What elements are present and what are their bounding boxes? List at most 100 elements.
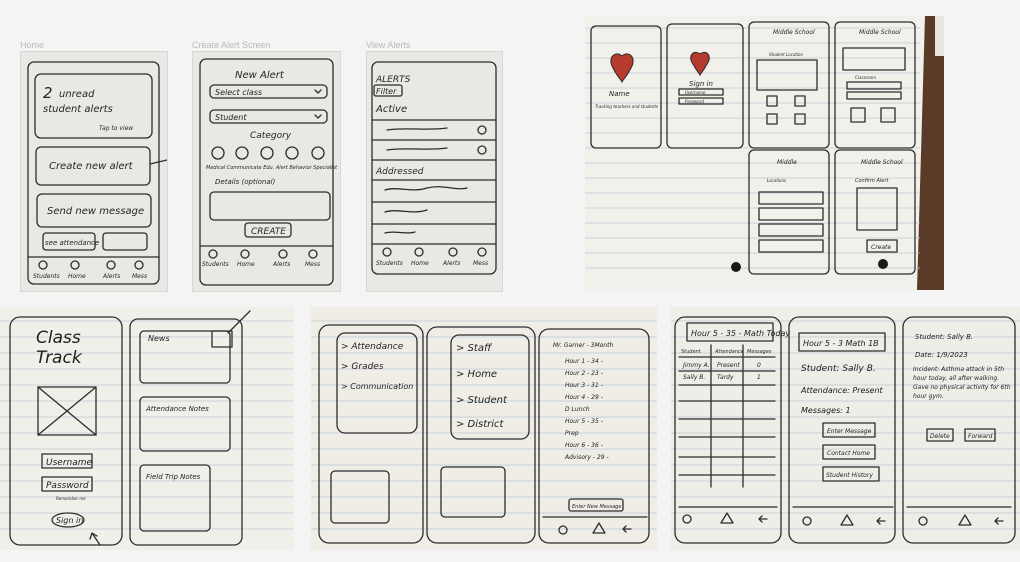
- screen2-title: Sign in: [689, 80, 713, 88]
- forward-button: Forward: [968, 433, 993, 440]
- create-alert-sketch[interactable]: New Alert Select class Student Category …: [192, 51, 341, 292]
- frame-label-home: Home: [20, 40, 45, 50]
- news-label: News: [148, 334, 170, 343]
- tab-home[interactable]: Home: [411, 260, 429, 267]
- students-icon[interactable]: [208, 249, 218, 259]
- frame-label-create-alert: Create Alert Screen: [192, 40, 271, 50]
- attendance-button[interactable]: see attendance: [45, 239, 99, 247]
- sketch-photo-bottom-middle: > Attendance > Grades > Communication > …: [311, 307, 657, 550]
- msg-incident: Incident: Asthma attack in 5th hour toda…: [913, 366, 1011, 400]
- addressed-label: Addressed: [375, 167, 424, 177]
- hour-item-6: Hour 5 - 35 -: [565, 418, 603, 425]
- create-alert-button[interactable]: Create new alert: [49, 161, 134, 172]
- alert-info-icon[interactable]: [477, 145, 487, 155]
- sketch-photo-bottom-right: Hour 5 - 35 - Math Today Student Attenda…: [671, 307, 1020, 550]
- menu2-home: > Home: [456, 369, 497, 380]
- tab-alerts[interactable]: Alerts: [272, 261, 290, 268]
- messages-icon[interactable]: [477, 247, 487, 257]
- alerts-icon[interactable]: [278, 249, 288, 259]
- menu2-district: > District: [456, 419, 505, 430]
- col-attendance: Attendance: [714, 349, 744, 355]
- hour-item-3: Hour 3 - 31 -: [565, 382, 603, 389]
- screen2-username: Username: [685, 90, 706, 95]
- row1-messages: 0: [757, 362, 761, 369]
- specialist-icon[interactable]: [311, 146, 325, 160]
- remember-me: Remember me: [56, 496, 86, 501]
- communicate-icon[interactable]: [235, 146, 249, 160]
- class-select[interactable]: [209, 84, 328, 99]
- filter-label[interactable]: Filter: [376, 87, 397, 96]
- app-title-line2: Track: [36, 348, 83, 368]
- tab-mess[interactable]: Mess: [305, 261, 320, 268]
- send-message-box[interactable]: [36, 193, 152, 228]
- active-label: Active: [375, 104, 407, 115]
- hour-item-5: D Lunch: [565, 406, 590, 413]
- menu1-grades: > Grades: [341, 362, 384, 372]
- students-icon[interactable]: [38, 260, 48, 270]
- category-names: Medical Communicate Edu. Alert Behavior …: [206, 165, 338, 171]
- tab-home[interactable]: Home: [68, 273, 86, 280]
- screen3-title: Middle School: [773, 29, 815, 36]
- send-message-button[interactable]: Send new message: [47, 206, 144, 217]
- tab-home[interactable]: Home: [237, 261, 255, 268]
- sketch-photo-top-right: Name Tracking teachers and students Sign…: [585, 16, 944, 290]
- contact-home-button: Contact Home: [827, 450, 870, 457]
- screen4-title: Middle School: [859, 29, 901, 36]
- screen6-title: Middle School: [861, 159, 903, 166]
- create-button[interactable]: CREATE: [251, 227, 286, 237]
- menu2-student: > Student: [456, 395, 508, 406]
- create-button-box[interactable]: [244, 222, 292, 238]
- behavior-icon[interactable]: [285, 146, 299, 160]
- detail-attendance: Attendance: Present: [800, 386, 884, 395]
- screen1-title: Name: [609, 90, 630, 98]
- tab-alerts[interactable]: Alerts: [442, 260, 460, 267]
- students-icon[interactable]: [382, 247, 392, 257]
- password-field: Password: [46, 481, 89, 491]
- home-icon[interactable]: [414, 247, 424, 257]
- delete-button: Delete: [930, 433, 950, 440]
- unread-text: unread: [59, 89, 95, 100]
- view-alerts-sketch[interactable]: ALERTS Filter Active Addressed Students …: [366, 51, 503, 292]
- extra-button[interactable]: [102, 232, 148, 251]
- menu2-staff: > Staff: [456, 343, 493, 354]
- tab-mess[interactable]: Mess: [132, 273, 147, 280]
- row2-attendance: Tardy: [717, 374, 734, 381]
- tap-hint: Tap to view: [99, 125, 133, 132]
- home-sketch[interactable]: 2 unread student alerts Tap to view Crea…: [20, 51, 168, 292]
- medical-icon[interactable]: [211, 146, 225, 160]
- tab-students[interactable]: Students: [376, 260, 403, 267]
- tab-students[interactable]: Students: [33, 273, 60, 280]
- education-icon[interactable]: [260, 146, 274, 160]
- category-label: Category: [250, 131, 292, 141]
- tab-students[interactable]: Students: [202, 261, 229, 268]
- messages-icon[interactable]: [134, 260, 144, 270]
- row2-student: Sally B.: [683, 374, 705, 381]
- hour-item-2: Hour 2 - 23 -: [565, 370, 603, 377]
- details-label: Details (optional): [215, 178, 276, 186]
- home-icon[interactable]: [240, 249, 250, 259]
- messages-icon[interactable]: [308, 249, 318, 259]
- filter-button[interactable]: [373, 84, 403, 97]
- menu1-attendance: > Attendance: [341, 342, 404, 352]
- enter-new-message: Enter New Message: [572, 504, 621, 510]
- screen1-sub: Tracking teachers and students: [595, 104, 658, 109]
- sign-in: Sign in: [56, 516, 83, 525]
- alert-info-icon[interactable]: [477, 125, 487, 135]
- create-alert-box[interactable]: [35, 146, 151, 186]
- tab-mess[interactable]: Mess: [473, 260, 488, 267]
- screen4-sub: Classroom: [855, 75, 876, 80]
- row1-attendance: Present: [717, 362, 740, 369]
- hour-item-4: Hour 4 - 29 -: [565, 394, 603, 401]
- screen6-button: Create: [871, 244, 891, 251]
- details-textarea[interactable]: [209, 191, 331, 221]
- home-icon[interactable]: [70, 260, 80, 270]
- sketch-photo-bottom-left: Class Track Username Password Remember m…: [0, 307, 294, 550]
- screen5-sub: Locations: [767, 178, 786, 183]
- hour-header-2: Hour 5 - 3 Math 1B: [803, 339, 879, 348]
- student-select[interactable]: [209, 109, 328, 124]
- tab-alerts[interactable]: Alerts: [102, 273, 120, 280]
- screen3-sub: Student Location: [769, 52, 803, 57]
- screen5-title: Middle: [777, 159, 797, 166]
- alerts-icon[interactable]: [448, 247, 458, 257]
- alerts-icon[interactable]: [106, 260, 116, 270]
